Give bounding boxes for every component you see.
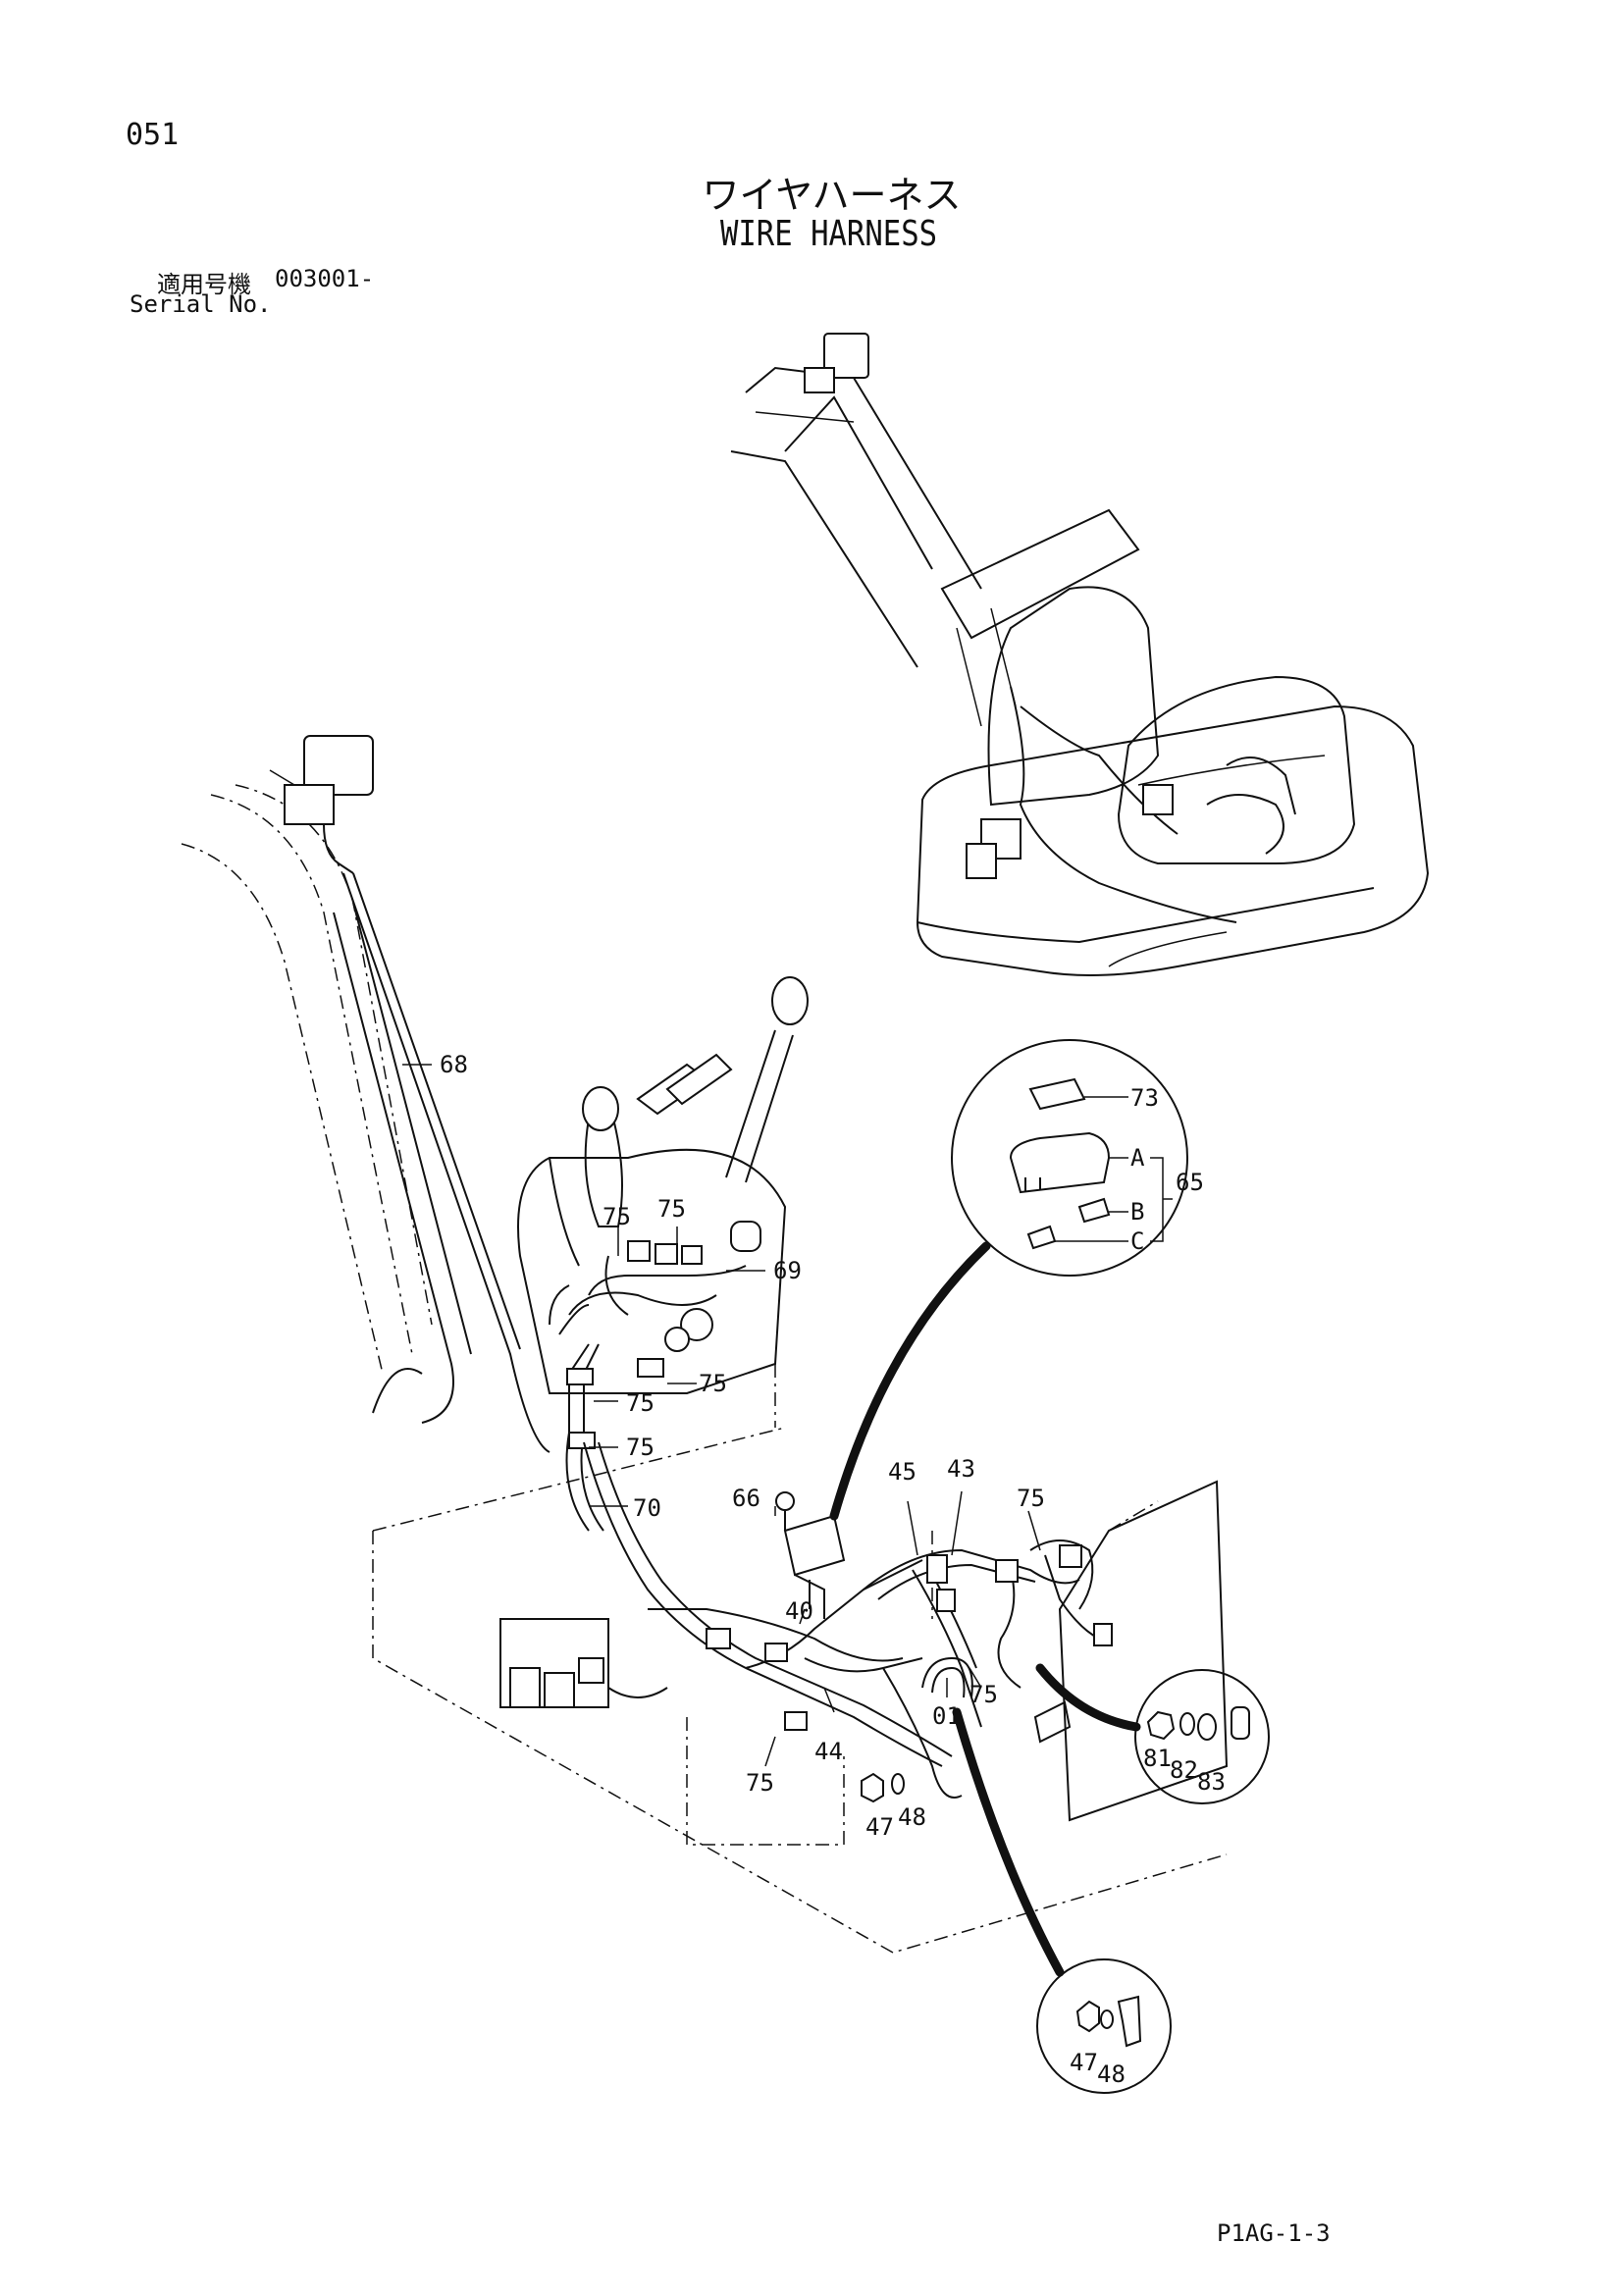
footer-page-code: P1AG-1-3 — [1217, 2219, 1331, 2247]
callout-81: 81 — [1143, 1745, 1172, 1772]
serial-label-english: Serial No. — [130, 290, 272, 318]
callout-48: 48 — [898, 1803, 926, 1831]
callout-75-d: 75 — [699, 1370, 727, 1397]
title-japanese: ワイヤハーネス — [702, 174, 962, 217]
callout-69: 69 — [773, 1257, 802, 1284]
callout-75-g: 75 — [746, 1769, 774, 1797]
ground-bolt-detail-circle — [1035, 1663, 1270, 1804]
callout-75-c: 75 — [626, 1389, 655, 1417]
page-number: 051 — [126, 118, 180, 152]
title-english: WIRE HARNESS — [719, 214, 938, 254]
serial-value: 003001- — [275, 265, 375, 292]
callout-leaders — [402, 1064, 1041, 1767]
callout-A: A — [1130, 1144, 1145, 1172]
callout-75-f: 75 — [1017, 1485, 1045, 1512]
callout-B: B — [1130, 1198, 1144, 1226]
callout-73: 73 — [1130, 1084, 1159, 1112]
callout-75-h: 75 — [969, 1681, 998, 1708]
callout-75-a: 75 — [602, 1203, 631, 1230]
callout-66: 66 — [732, 1485, 760, 1512]
callout-47-detail: 47 — [1070, 2049, 1098, 2076]
battery-terminal-detail-circle — [861, 1707, 1172, 2094]
machine-overview-drawing — [730, 333, 1430, 976]
callout-75-e: 75 — [626, 1434, 655, 1461]
callout-75-b: 75 — [657, 1195, 686, 1223]
callout-45: 45 — [888, 1458, 917, 1486]
callout-44: 44 — [814, 1738, 843, 1765]
callout-43: 43 — [947, 1455, 975, 1483]
callout-48-detail: 48 — [1097, 2061, 1126, 2088]
serial-label-japanese: 適用号機 — [157, 271, 251, 298]
control-box-drawing — [517, 976, 809, 1532]
callout-82: 82 — [1170, 1756, 1198, 1784]
floor-outline-drawing — [372, 1364, 1229, 1954]
fuse-box-detail-circle — [829, 1039, 1188, 1521]
cab-pillar-drawing — [181, 735, 550, 1453]
callout-47: 47 — [865, 1813, 894, 1841]
callout-40: 40 — [785, 1597, 813, 1625]
callout-labels: 68 75 75 69 75 75 75 70 66 40 45 43 75 4… — [440, 1051, 1226, 2088]
callout-68: 68 — [440, 1051, 468, 1078]
callout-C: C — [1130, 1227, 1144, 1255]
callout-65: 65 — [1176, 1169, 1204, 1196]
floor-harness-drawing — [499, 1441, 1113, 1799]
callout-83: 83 — [1197, 1768, 1226, 1796]
callout-01: 01 — [932, 1702, 961, 1730]
callout-70: 70 — [633, 1494, 661, 1522]
